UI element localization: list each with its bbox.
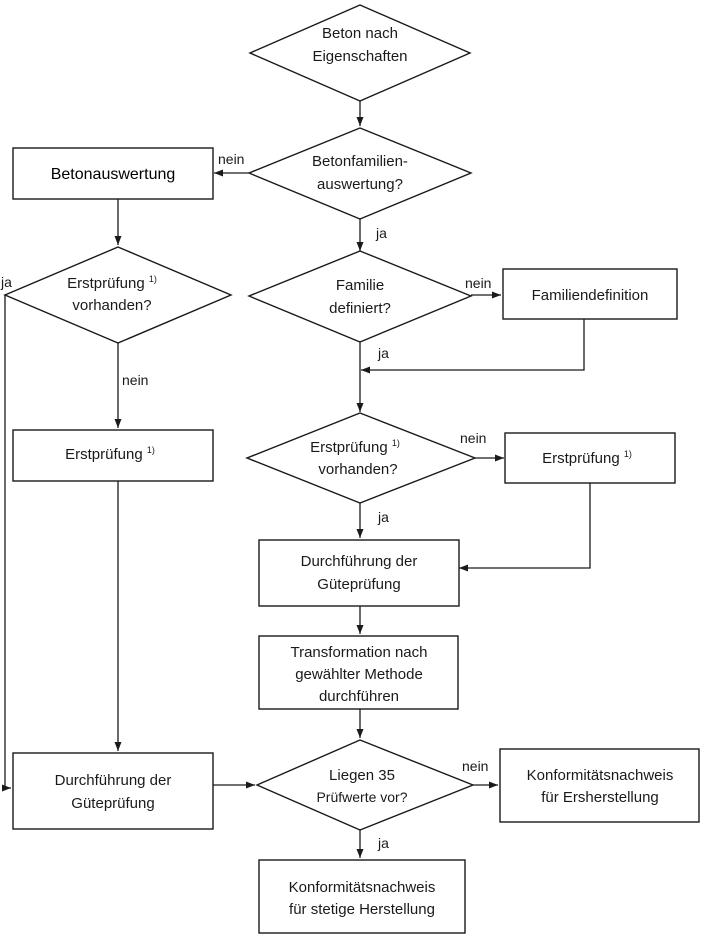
node-guete-left: Durchführung der Güteprüfung	[12, 752, 214, 830]
familie-line-1: Familie	[336, 277, 384, 294]
label-ja-erst-mid: ja	[377, 509, 389, 525]
node-betonauswertung: Betonauswertung	[12, 147, 214, 200]
node-erstpruefung-mid-decision: Erstprüfung 1) vorhanden?	[245, 412, 477, 504]
label-nein-familien: nein	[218, 151, 244, 167]
node-familiendefinition: Familiendefinition	[502, 268, 678, 320]
node-konf-erst: Konformitätsnachweis für Ersherstellung	[499, 748, 700, 823]
label-ja-erst-left: ja	[0, 274, 12, 290]
node-erstpruefung-left-decision: Erstprüfung 1) vorhanden?	[3, 246, 233, 344]
edge-erst-right-return	[459, 483, 591, 572]
erst-left-decision-line-2: vorhanden?	[72, 297, 151, 314]
label-ja-familie: ja	[377, 345, 389, 361]
edge-labels: nein ja ja nein nein ja nein ja nein ja	[0, 151, 491, 851]
liegen-line-1: Liegen 35	[329, 767, 395, 784]
edge-familiendefinition-return	[361, 319, 585, 374]
familiendefinition-label: Familiendefinition	[532, 287, 649, 304]
guete-mid-line-1: Durchführung der	[301, 553, 418, 570]
transformation-line-3: durchführen	[319, 688, 399, 705]
node-familie-definiert: Familie definiert?	[247, 250, 473, 343]
label-nein-erst-left: nein	[122, 372, 148, 388]
erst-left-decision-line-1: Erstprüfung 1)	[67, 274, 157, 292]
label-ja-familien: ja	[375, 225, 387, 241]
erst-right-box-label: Erstprüfung 1)	[542, 449, 632, 467]
konf-stetig-line-2: für stetige Herstellung	[289, 901, 435, 918]
node-guete-mid: Durchführung der Güteprüfung	[258, 539, 460, 607]
label-nein-liegen: nein	[462, 758, 488, 774]
liegen-line-2: Prüfwerte vor?	[316, 789, 407, 805]
familien-line-1: Betonfamilien-	[312, 153, 408, 170]
guete-left-line-1: Durchführung der	[55, 772, 172, 789]
familie-line-2: definiert?	[329, 300, 391, 317]
start-line-1: Beton nach	[322, 25, 398, 42]
node-erstpruefung-left-box: Erstprüfung 1)	[12, 429, 214, 482]
node-liegen-decision: Liegen 35 Prüfwerte vor?	[255, 739, 475, 831]
node-start: Beton nach Eigenschaften	[248, 4, 472, 102]
erst-mid-decision-line-2: vorhanden?	[318, 461, 397, 478]
edge-erst-left-ja	[2, 294, 25, 792]
konf-erst-line-2: für Ersherstellung	[541, 789, 659, 806]
guete-left-line-2: Güteprüfung	[71, 795, 154, 812]
konf-erst-line-1: Konformitätsnachweis	[527, 767, 674, 784]
transformation-line-1: Transformation nach	[290, 644, 427, 661]
konf-stetig-line-1: Konformitätsnachweis	[289, 879, 436, 896]
erst-left-box-label: Erstprüfung 1)	[65, 445, 155, 463]
label-nein-erst-mid: nein	[460, 430, 486, 446]
guete-mid-line-2: Güteprüfung	[317, 576, 400, 593]
label-nein-familie: nein	[465, 275, 491, 291]
betonauswertung-label: Betonauswertung	[51, 166, 176, 183]
label-ja-liegen: ja	[377, 835, 389, 851]
node-transformation: Transformation nach gewählter Methode du…	[258, 635, 459, 710]
start-line-2: Eigenschaften	[312, 48, 407, 65]
node-erstpruefung-right-box: Erstprüfung 1)	[504, 432, 676, 484]
transformation-line-2: gewählter Methode	[295, 666, 423, 683]
erst-mid-decision-line-1: Erstprüfung 1)	[310, 438, 400, 456]
node-konf-stetig: Konformitätsnachweis für stetige Herstel…	[258, 859, 466, 934]
footnote-mark: 1)	[149, 274, 157, 284]
node-familien-decision: Betonfamilien- auswertung?	[247, 127, 473, 220]
familien-line-2: auswertung?	[317, 176, 403, 193]
